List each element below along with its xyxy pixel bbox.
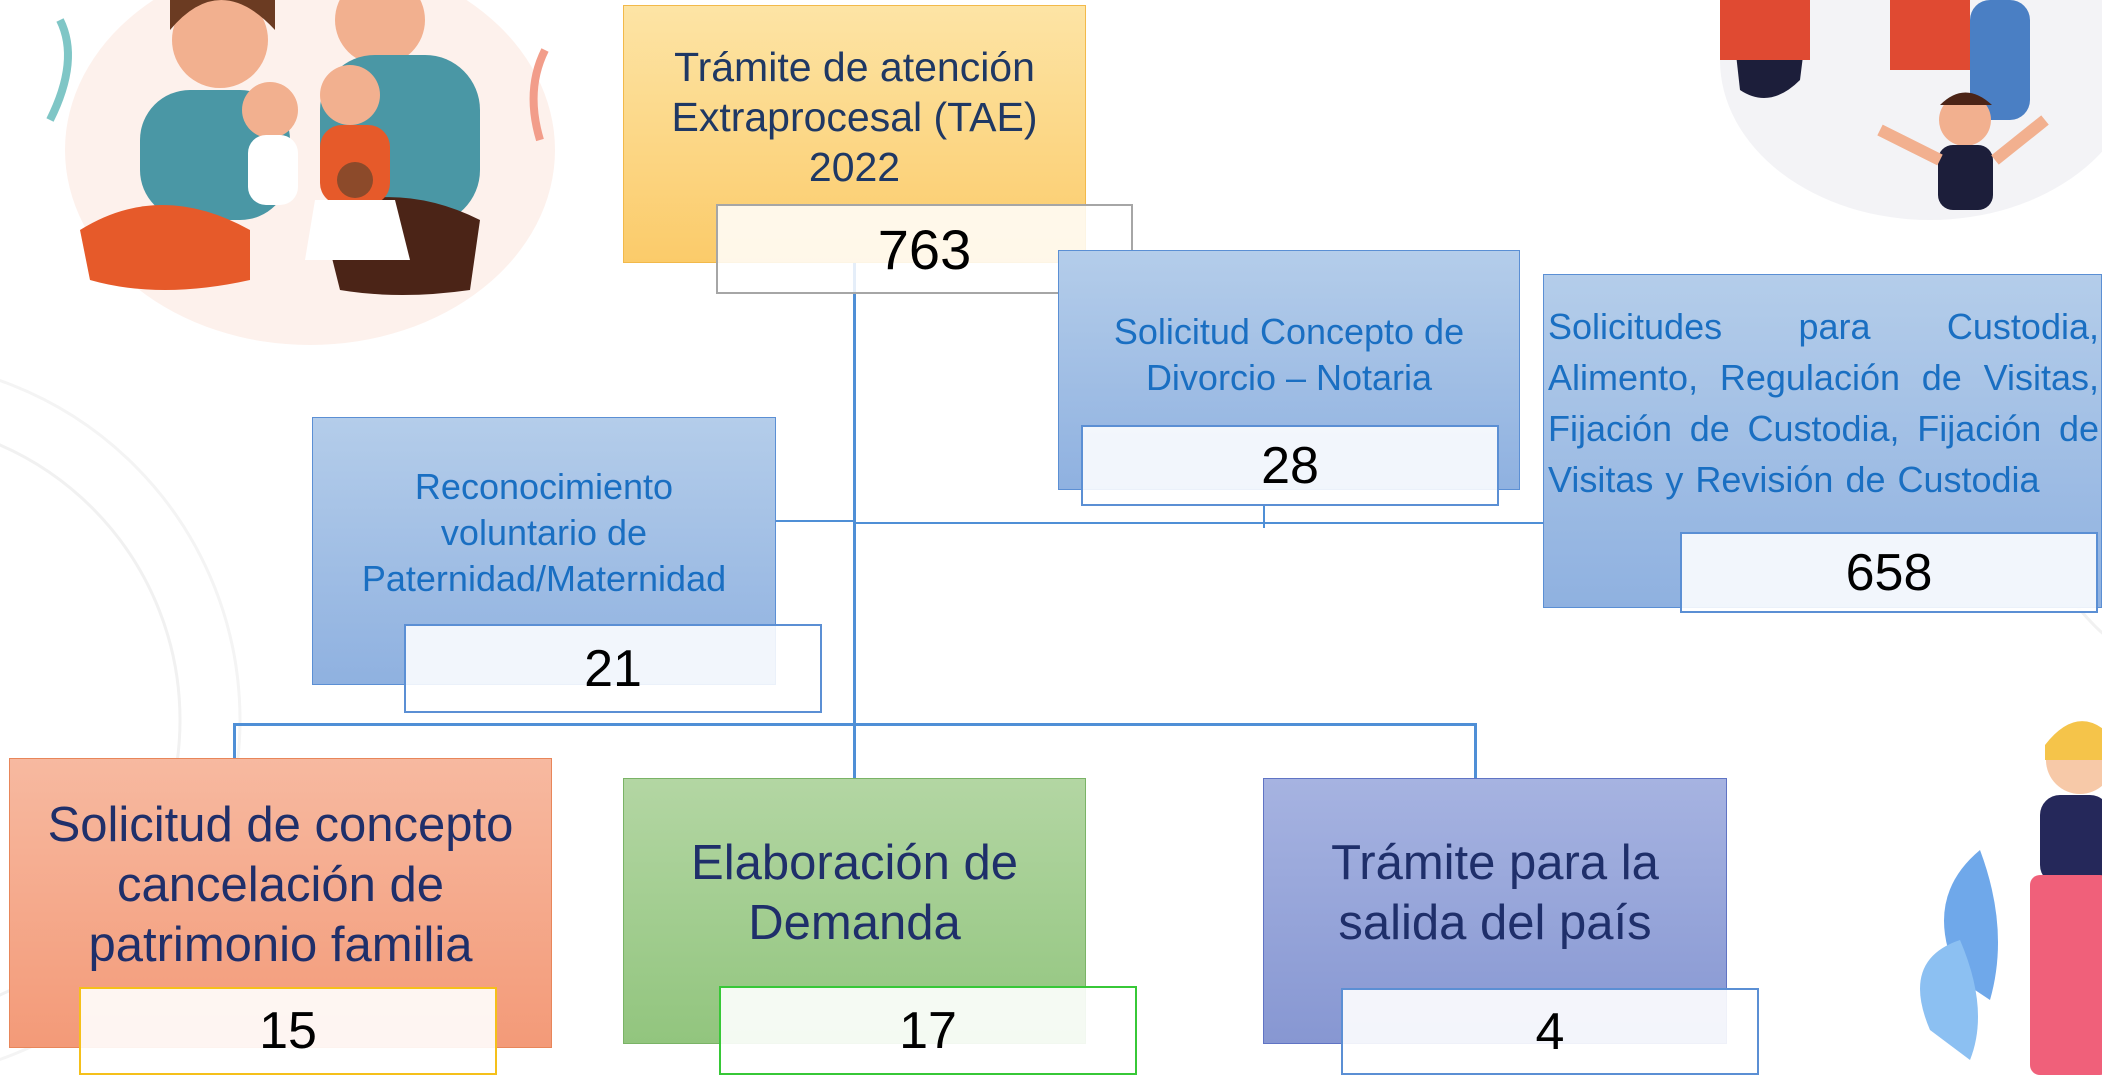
connector-patrimonio xyxy=(233,723,236,758)
demanda-title-line-1: Elaboración de xyxy=(691,836,1018,890)
paternity-title-line-1: Reconocimiento xyxy=(414,466,674,507)
paternity-title-line-3: Paternidad/Maternidad xyxy=(361,558,727,599)
custody-count: 658 xyxy=(1680,532,2098,613)
connector-paternity xyxy=(776,520,855,522)
patrimonio-count: 15 xyxy=(79,987,497,1075)
demanda-title-line-2: Demanda xyxy=(748,896,961,950)
woman-illustration xyxy=(1900,700,2102,1075)
divorce-count: 28 xyxy=(1081,425,1499,506)
connector-divorce xyxy=(1263,506,1265,528)
connector-trunk xyxy=(853,260,856,778)
root-title-line-3: 2022 xyxy=(808,144,901,190)
root-title-line-2: Extraprocesal (TAE) xyxy=(671,94,1038,140)
salida-title-line-1: Trámite para la xyxy=(1331,836,1659,890)
connector-custody xyxy=(855,522,1543,524)
patrimonio-title-line-3: patrimonio familia xyxy=(88,918,473,972)
parents-child-illustration xyxy=(1700,0,2102,230)
custody-node: Solicitudes para Custodia, Alimento, Reg… xyxy=(1543,274,2102,608)
connector-bottom-bus xyxy=(233,723,1477,726)
connector-salida xyxy=(1474,723,1477,778)
paternity-count: 21 xyxy=(404,624,822,713)
custody-title: Solicitudes para Custodia, Alimento, Reg… xyxy=(1548,306,2099,500)
root-title-line-1: Trámite de atención xyxy=(674,44,1035,90)
paternity-title-line-2: voluntario de xyxy=(440,512,648,553)
family-illustration xyxy=(20,0,560,345)
salida-count: 4 xyxy=(1341,988,1759,1075)
patrimonio-title-line-2: cancelación de xyxy=(117,858,444,912)
salida-title-line-2: salida del país xyxy=(1338,896,1652,950)
divorce-title-line-1: Solicitud Concepto de xyxy=(1113,311,1465,352)
patrimonio-title-line-1: Solicitud de concepto xyxy=(47,798,514,852)
demanda-count: 17 xyxy=(719,986,1137,1075)
divorce-title-line-2: Divorcio – Notaria xyxy=(1145,357,1433,398)
